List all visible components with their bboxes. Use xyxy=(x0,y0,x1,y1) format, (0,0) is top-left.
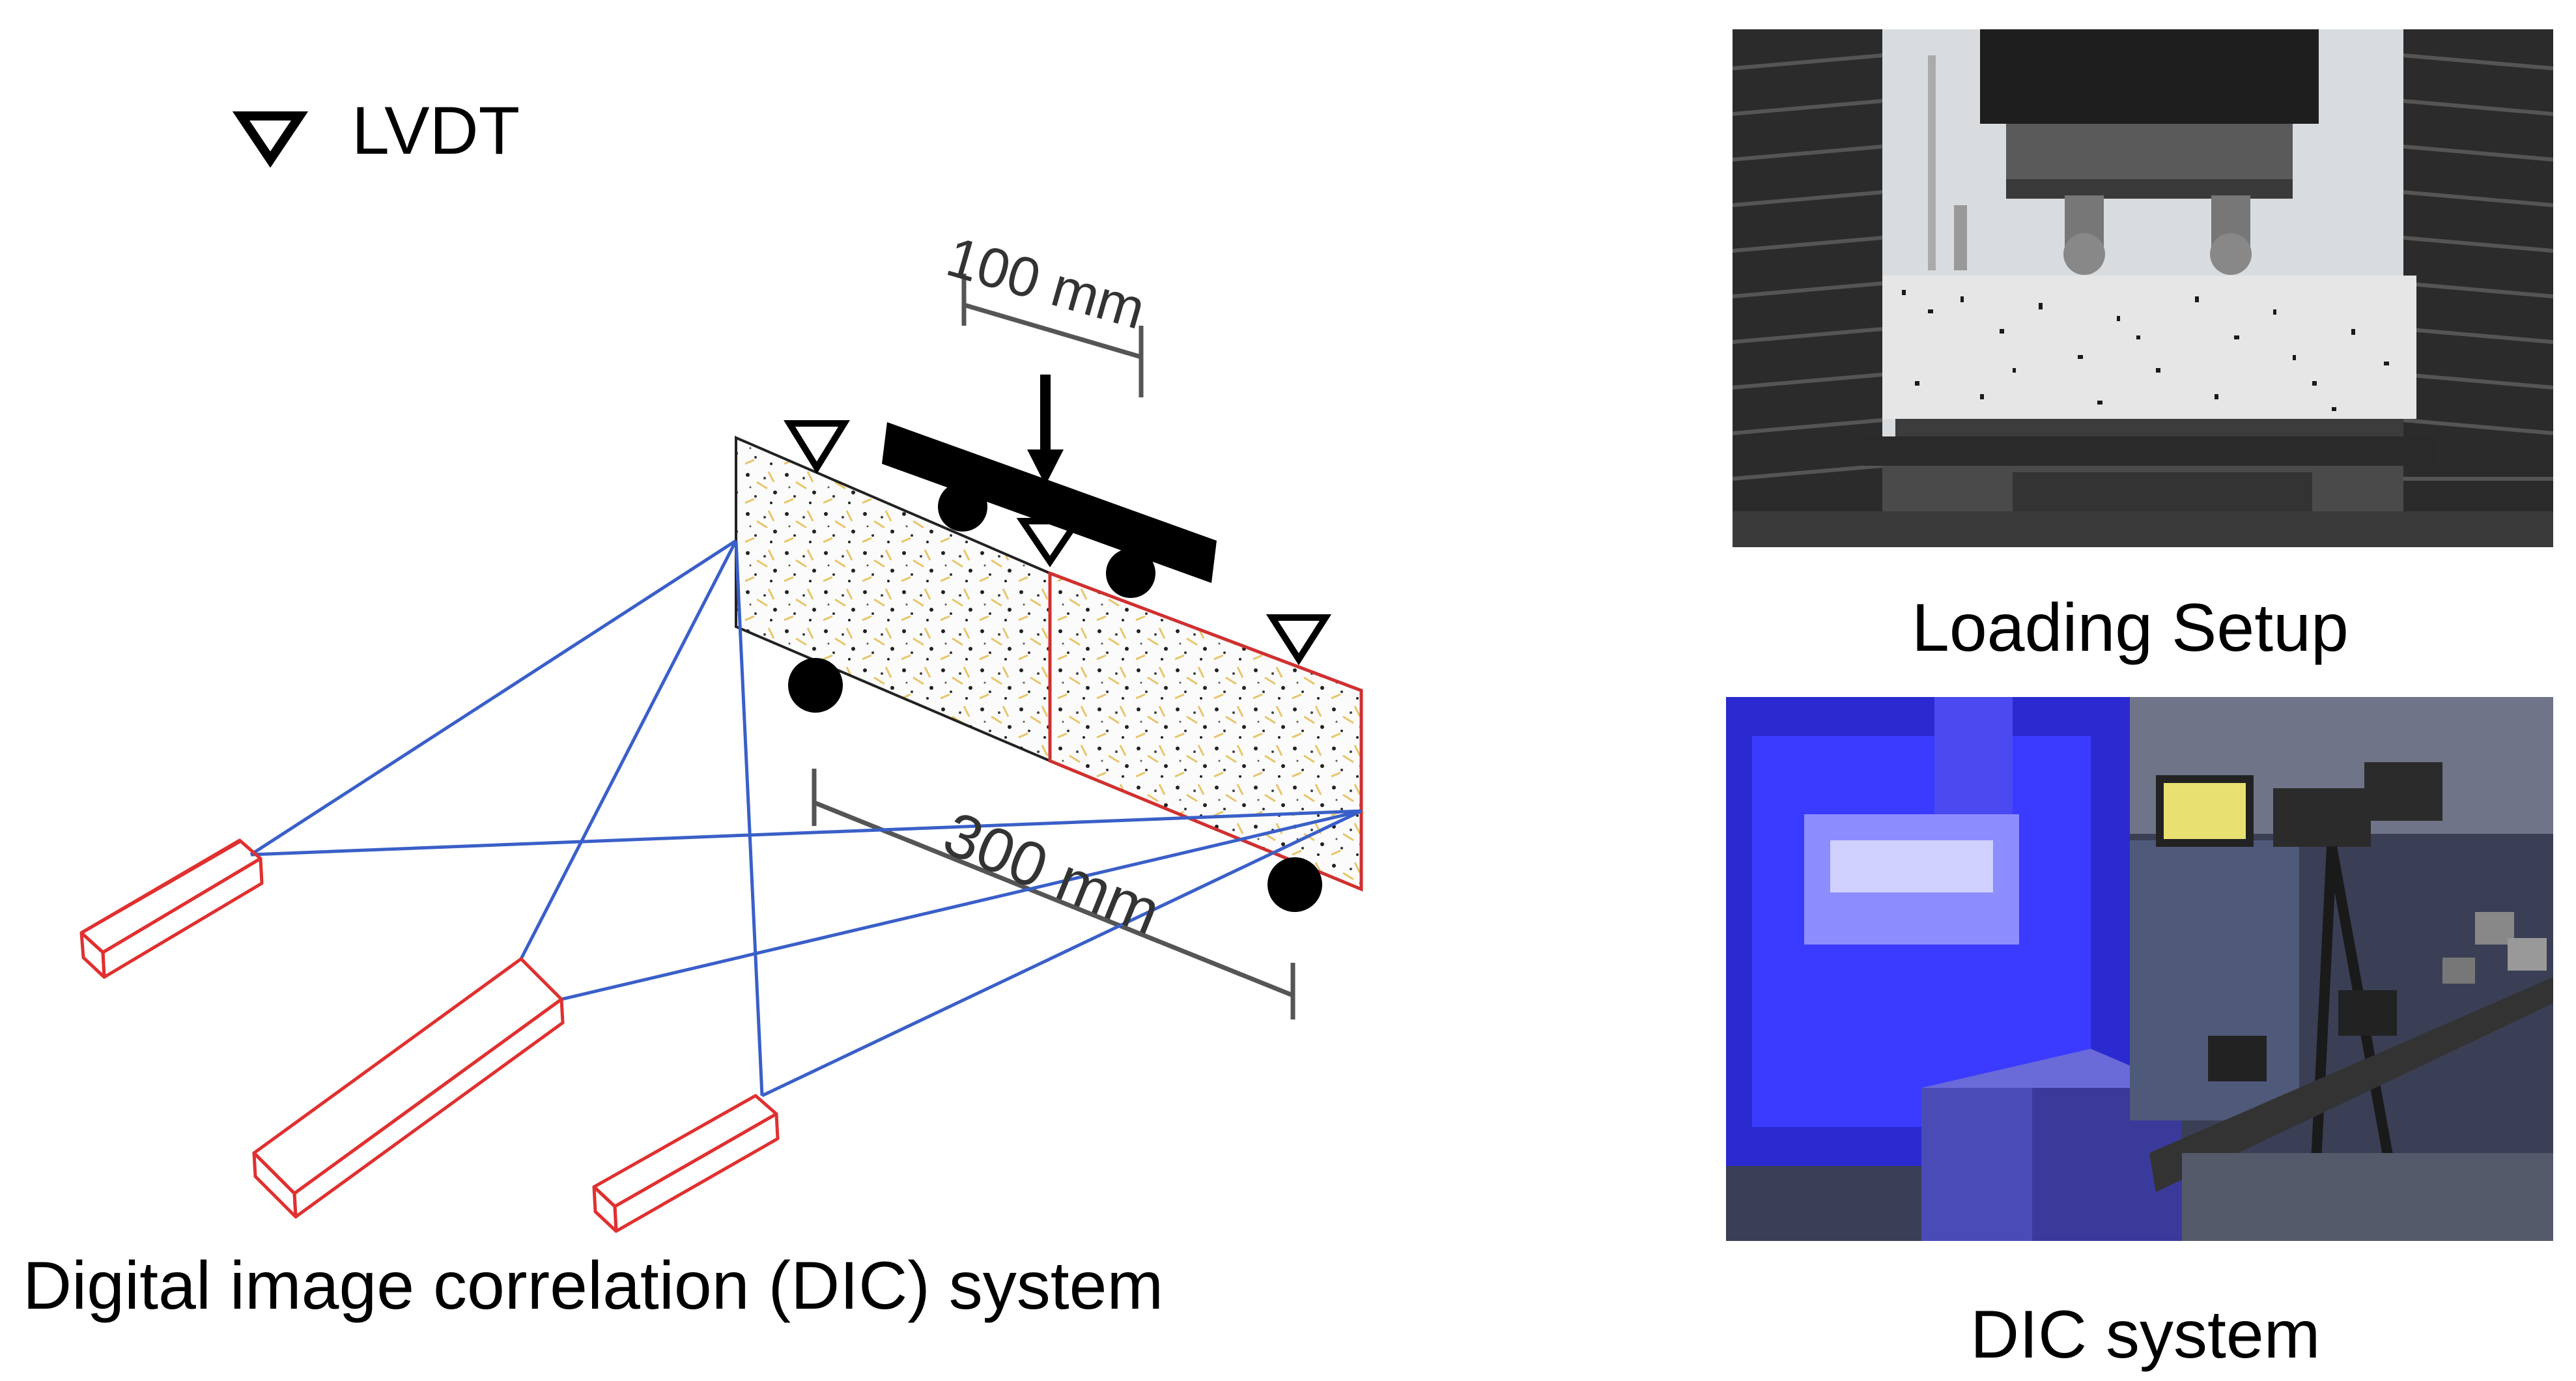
dimension-100mm xyxy=(961,274,1144,397)
dimension-300mm xyxy=(812,769,1295,1019)
test-setup-diagram xyxy=(79,111,1363,1233)
lvdt-left-icon xyxy=(784,420,850,474)
dic-camera-3 xyxy=(592,1094,780,1233)
dic-camera-2 xyxy=(252,957,565,1219)
dic-camera-1 xyxy=(79,838,264,979)
legend-lvdt-triangle-icon xyxy=(232,111,309,168)
loading-roller-left xyxy=(938,482,987,532)
specimen-right-half xyxy=(1048,571,1363,892)
dic-system-caption: DIC system xyxy=(1970,1297,2321,1373)
legend-lvdt-label: LVDT xyxy=(352,93,520,169)
loading-beam xyxy=(882,422,1217,583)
load-arrow xyxy=(1027,375,1064,485)
dic-system-photo xyxy=(1726,697,2553,1241)
loading-roller-right xyxy=(1106,548,1155,598)
dic-rays xyxy=(249,539,1363,1098)
lvdt-mid-icon xyxy=(1016,518,1084,567)
dic-system-diagram-caption: Digital image correlation (DIC) system xyxy=(23,1248,1164,1324)
lvdt-right-icon xyxy=(1266,614,1332,666)
loading-setup-photo xyxy=(1733,29,2553,547)
support-roller-left xyxy=(788,658,843,713)
loading-setup-caption: Loading Setup xyxy=(1912,590,2349,666)
support-roller-right xyxy=(1267,857,1322,912)
